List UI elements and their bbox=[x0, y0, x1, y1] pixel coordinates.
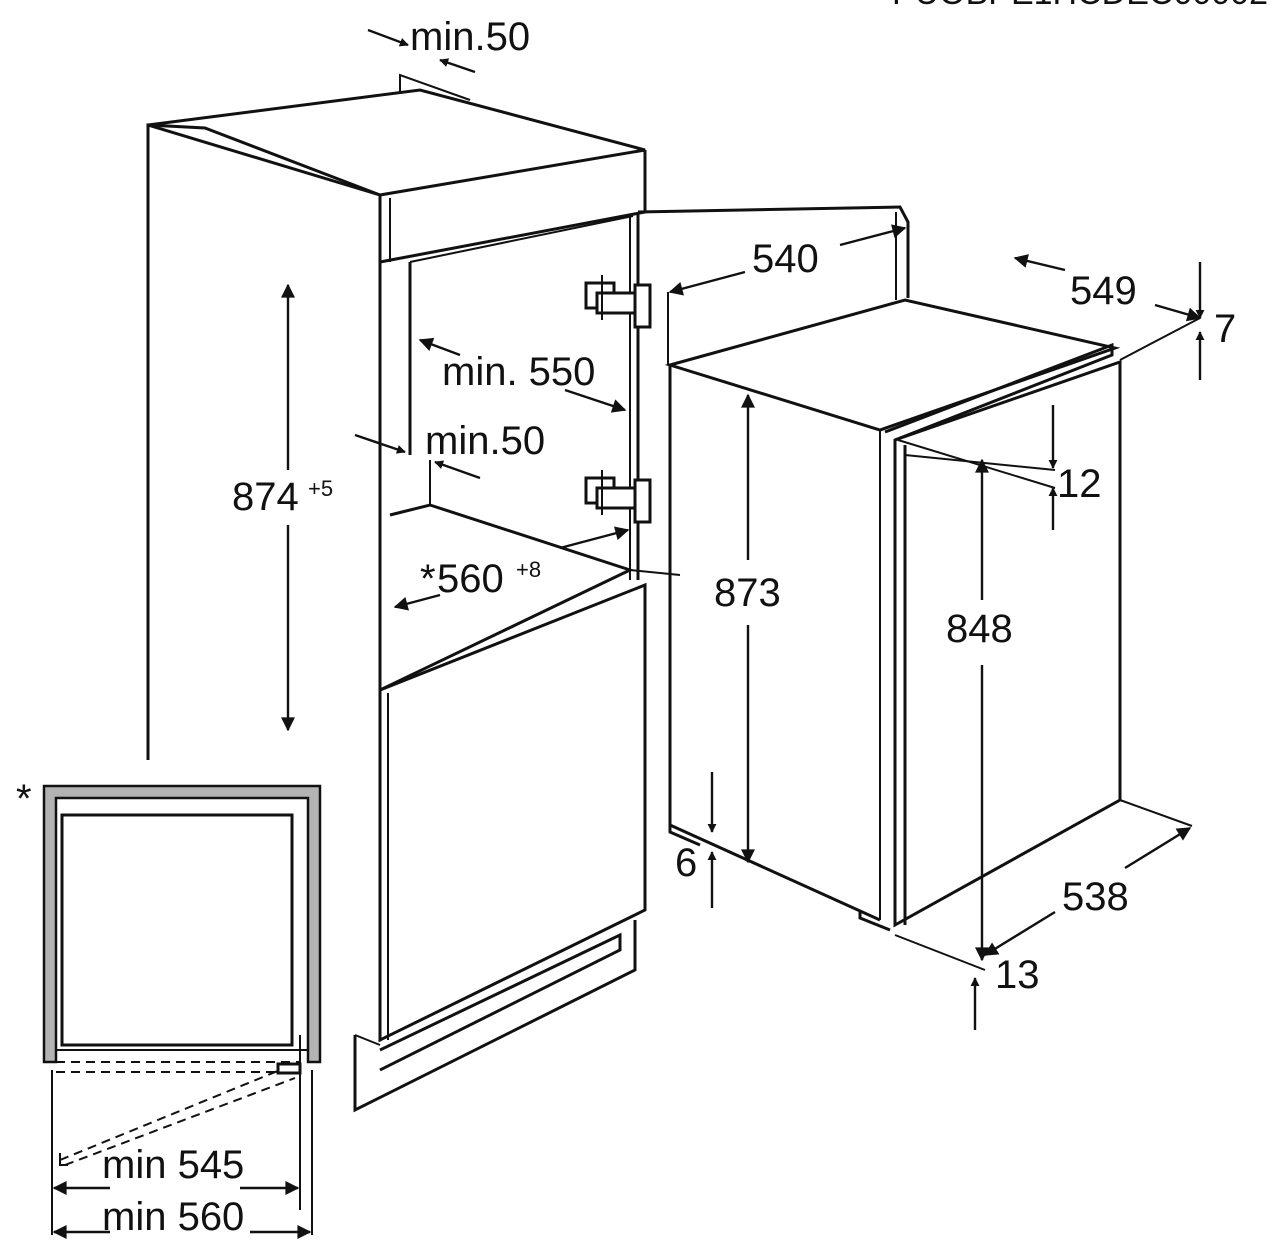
label-rear-gap: min.50 bbox=[425, 419, 545, 463]
label-door-height: 848 bbox=[946, 607, 1013, 651]
appliance bbox=[637, 205, 1201, 971]
label-niche-front-width-prefix: * bbox=[420, 557, 436, 601]
upper-hinge bbox=[584, 275, 652, 329]
label-niche-width: 540 bbox=[752, 237, 819, 281]
label-foot-height: 6 bbox=[675, 841, 697, 885]
label-appliance-height: 873 bbox=[714, 571, 781, 615]
label-niche-height-tolerance: +5 bbox=[308, 476, 333, 501]
cabinet bbox=[146, 73, 681, 1113]
label-section-width-outer: min 560 bbox=[102, 1195, 244, 1239]
label-niche-front-width-tolerance: +8 bbox=[516, 557, 541, 582]
label-door-bottom-gap: 13 bbox=[995, 953, 1040, 997]
label-niche-depth: min. 550 bbox=[442, 350, 595, 394]
label-top-gap: min.50 bbox=[410, 15, 530, 59]
label-niche-height: 874 bbox=[232, 475, 299, 519]
label-door-gap-top: 12 bbox=[1057, 462, 1102, 506]
label-section-width-inner: min 545 bbox=[102, 1143, 244, 1187]
label-appliance-width: 538 bbox=[1062, 875, 1129, 919]
label-door-offset-top: 7 bbox=[1214, 307, 1236, 351]
label-niche-front-width: 560 bbox=[437, 557, 504, 601]
document-code: PUOBPE1HCDEC00002 bbox=[892, 0, 1268, 12]
label-section-marker: * bbox=[16, 777, 32, 821]
lower-hinge bbox=[584, 470, 652, 524]
label-appliance-depth: 549 bbox=[1070, 269, 1137, 313]
dimension-lines bbox=[52, 28, 1205, 1239]
section-view bbox=[42, 784, 322, 1235]
